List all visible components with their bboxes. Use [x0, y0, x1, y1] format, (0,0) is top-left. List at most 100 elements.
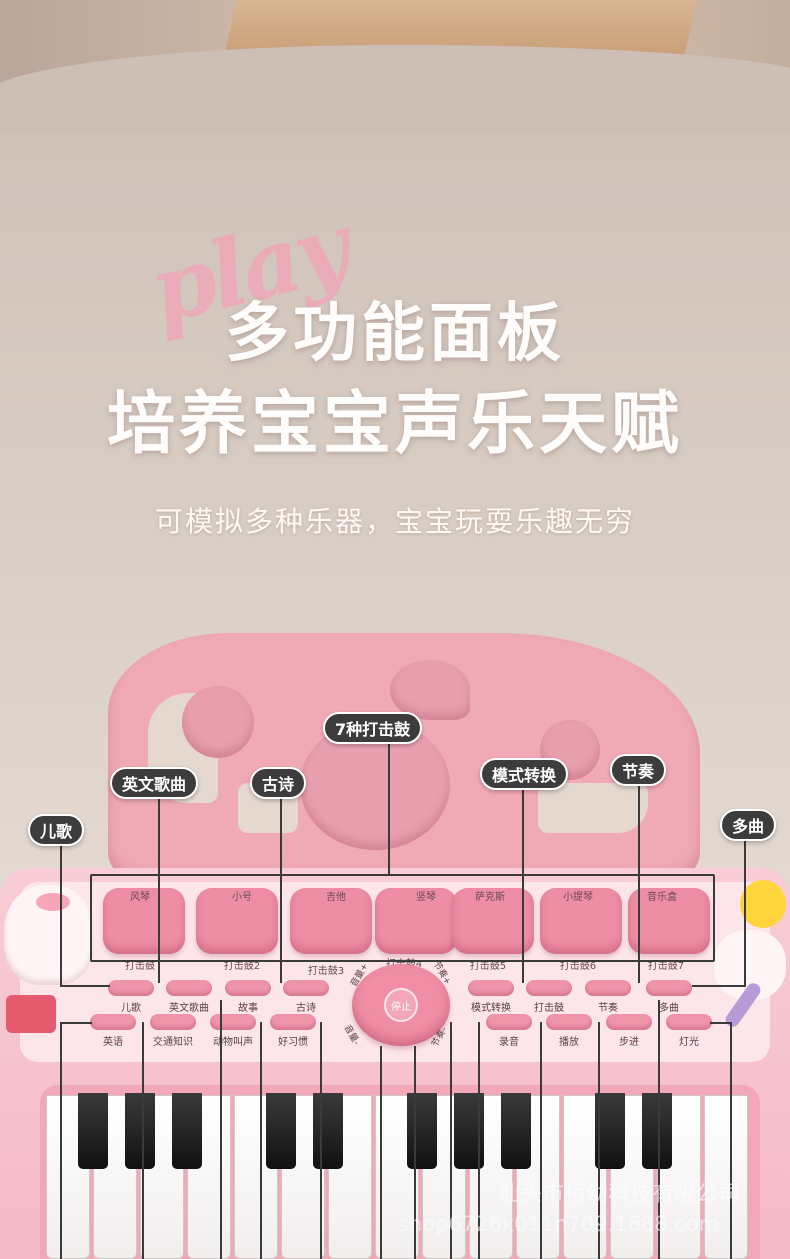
note-circle-decor	[182, 686, 254, 758]
poem-button[interactable]	[283, 980, 329, 996]
english-song-button[interactable]	[166, 980, 212, 996]
callout-english-songs: 英文歌曲	[110, 767, 199, 799]
instrument-label-organ: 风琴	[130, 892, 150, 903]
accordion-icon	[6, 995, 56, 1033]
instrument-bracket	[90, 874, 715, 962]
guitar-button[interactable]	[290, 888, 372, 954]
piano-black-key[interactable]	[407, 1093, 437, 1169]
piano-black-key[interactable]	[125, 1093, 155, 1169]
row1-label: 多曲	[659, 1003, 679, 1014]
callout-line	[478, 1022, 480, 1259]
row1-label: 节奏	[598, 1003, 618, 1014]
row2-label: 英语	[103, 1037, 123, 1048]
callout-percussion: 7种打击鼓	[323, 712, 423, 744]
story-button[interactable]	[225, 980, 271, 996]
callout-line	[598, 1022, 600, 1259]
callout-line	[142, 1022, 144, 1259]
wave-divider	[0, 45, 790, 135]
page-title-line1: 多功能面板	[225, 297, 565, 371]
organ-button[interactable]	[103, 888, 185, 954]
chick-character	[740, 880, 786, 928]
row1-label: 英文歌曲	[169, 1003, 209, 1014]
trumpet-button[interactable]	[196, 888, 278, 954]
row1-label: 古诗	[296, 1003, 316, 1014]
note-flag-decor	[390, 660, 470, 720]
callout-line	[60, 1022, 62, 1259]
rhythm-button[interactable]	[585, 980, 631, 996]
callout-mode-switch: 模式转换	[480, 758, 569, 790]
row2-label: 交通知识	[153, 1037, 193, 1048]
stop-button[interactable]: 停止	[384, 988, 418, 1022]
callout-line	[692, 985, 746, 987]
row1-label: 故事	[238, 1003, 258, 1014]
mode-switch-button[interactable]	[468, 980, 514, 996]
instrument-label-harp: 竖琴	[416, 892, 436, 903]
piano-white-key[interactable]	[657, 1095, 701, 1259]
step-button[interactable]	[606, 1014, 652, 1030]
piano-black-key[interactable]	[595, 1093, 625, 1169]
row2-label: 灯光	[679, 1037, 699, 1048]
callout-line	[158, 798, 160, 983]
piano-white-key[interactable]	[704, 1095, 748, 1259]
row2-label: 好习惯	[278, 1037, 308, 1048]
instrument-label-trumpet: 小号	[232, 892, 252, 903]
multi-song-button[interactable]	[646, 980, 692, 996]
callout-line	[540, 1022, 542, 1259]
instrument-label-musicbox: 音乐盒	[647, 892, 677, 903]
drum-label-2: 打击鼓2	[223, 961, 261, 972]
saxophone-button[interactable]	[452, 888, 534, 954]
drum-label-7: 打击鼓7	[647, 961, 685, 972]
callout-rhythm: 节奏	[610, 754, 667, 786]
violin-button[interactable]	[540, 888, 622, 954]
drum-label-3: 打击鼓3	[307, 966, 345, 977]
row1-label: 儿歌	[121, 1003, 141, 1014]
row2-label: 录音	[499, 1037, 519, 1048]
music-box-button[interactable]	[628, 888, 710, 954]
callout-line	[60, 1022, 92, 1024]
watermark-company: 汕头市柯幼科技有限公司	[498, 1182, 741, 1207]
light-button[interactable]	[666, 1014, 712, 1030]
piano-black-key[interactable]	[501, 1093, 531, 1169]
piano-black-key[interactable]	[266, 1093, 296, 1169]
instrument-label-guitar: 吉他	[326, 892, 346, 903]
drum-label-6: 打击鼓6	[559, 961, 597, 972]
piano-black-key[interactable]	[78, 1093, 108, 1169]
harp-button[interactable]	[375, 888, 457, 954]
control-dpad[interactable]: 停止	[352, 964, 450, 1046]
callout-line	[60, 985, 110, 987]
watermark-url: shop6726k011n709.1688.com	[398, 1212, 720, 1236]
callout-line	[658, 1000, 660, 1259]
stand-cutout	[538, 783, 648, 833]
good-habits-button[interactable]	[270, 1014, 316, 1030]
callout-line	[320, 1022, 322, 1259]
row2-label: 动物叫声	[213, 1037, 253, 1048]
english-button[interactable]	[90, 1014, 136, 1030]
traffic-knowledge-button[interactable]	[150, 1014, 196, 1030]
callout-multi-song: 多曲	[720, 809, 777, 841]
animal-sounds-button[interactable]	[210, 1014, 256, 1030]
row2-label: 播放	[559, 1037, 579, 1048]
callout-poems: 古诗	[250, 767, 307, 799]
row1-label: 打击鼓	[534, 1003, 564, 1014]
callout-line	[260, 1022, 262, 1259]
play-button[interactable]	[546, 1014, 592, 1030]
callout-line	[522, 788, 524, 983]
drum-button[interactable]	[526, 980, 572, 996]
record-button[interactable]	[486, 1014, 532, 1030]
callout-line	[388, 744, 390, 874]
piano-black-key[interactable]	[642, 1093, 672, 1169]
callout-line	[638, 784, 640, 983]
callout-nursery: 儿歌	[28, 814, 85, 846]
page-title-line2: 培养宝宝声乐天赋	[106, 385, 683, 464]
nursery-rhyme-button[interactable]	[108, 980, 154, 996]
piano-black-key[interactable]	[172, 1093, 202, 1169]
piano-black-key[interactable]	[313, 1093, 343, 1169]
drum-label-1: 打击鼓	[125, 961, 155, 972]
callout-line	[450, 1022, 452, 1259]
page-subtitle: 可模拟多种乐器，宝宝玩耍乐趣无穷	[154, 505, 635, 538]
callout-line	[220, 1000, 222, 1259]
drum-label-5: 打击鼓5	[469, 961, 507, 972]
top-photo-strip	[0, 0, 790, 135]
instrument-label-violin: 小提琴	[563, 892, 593, 903]
bow-icon	[36, 893, 70, 911]
